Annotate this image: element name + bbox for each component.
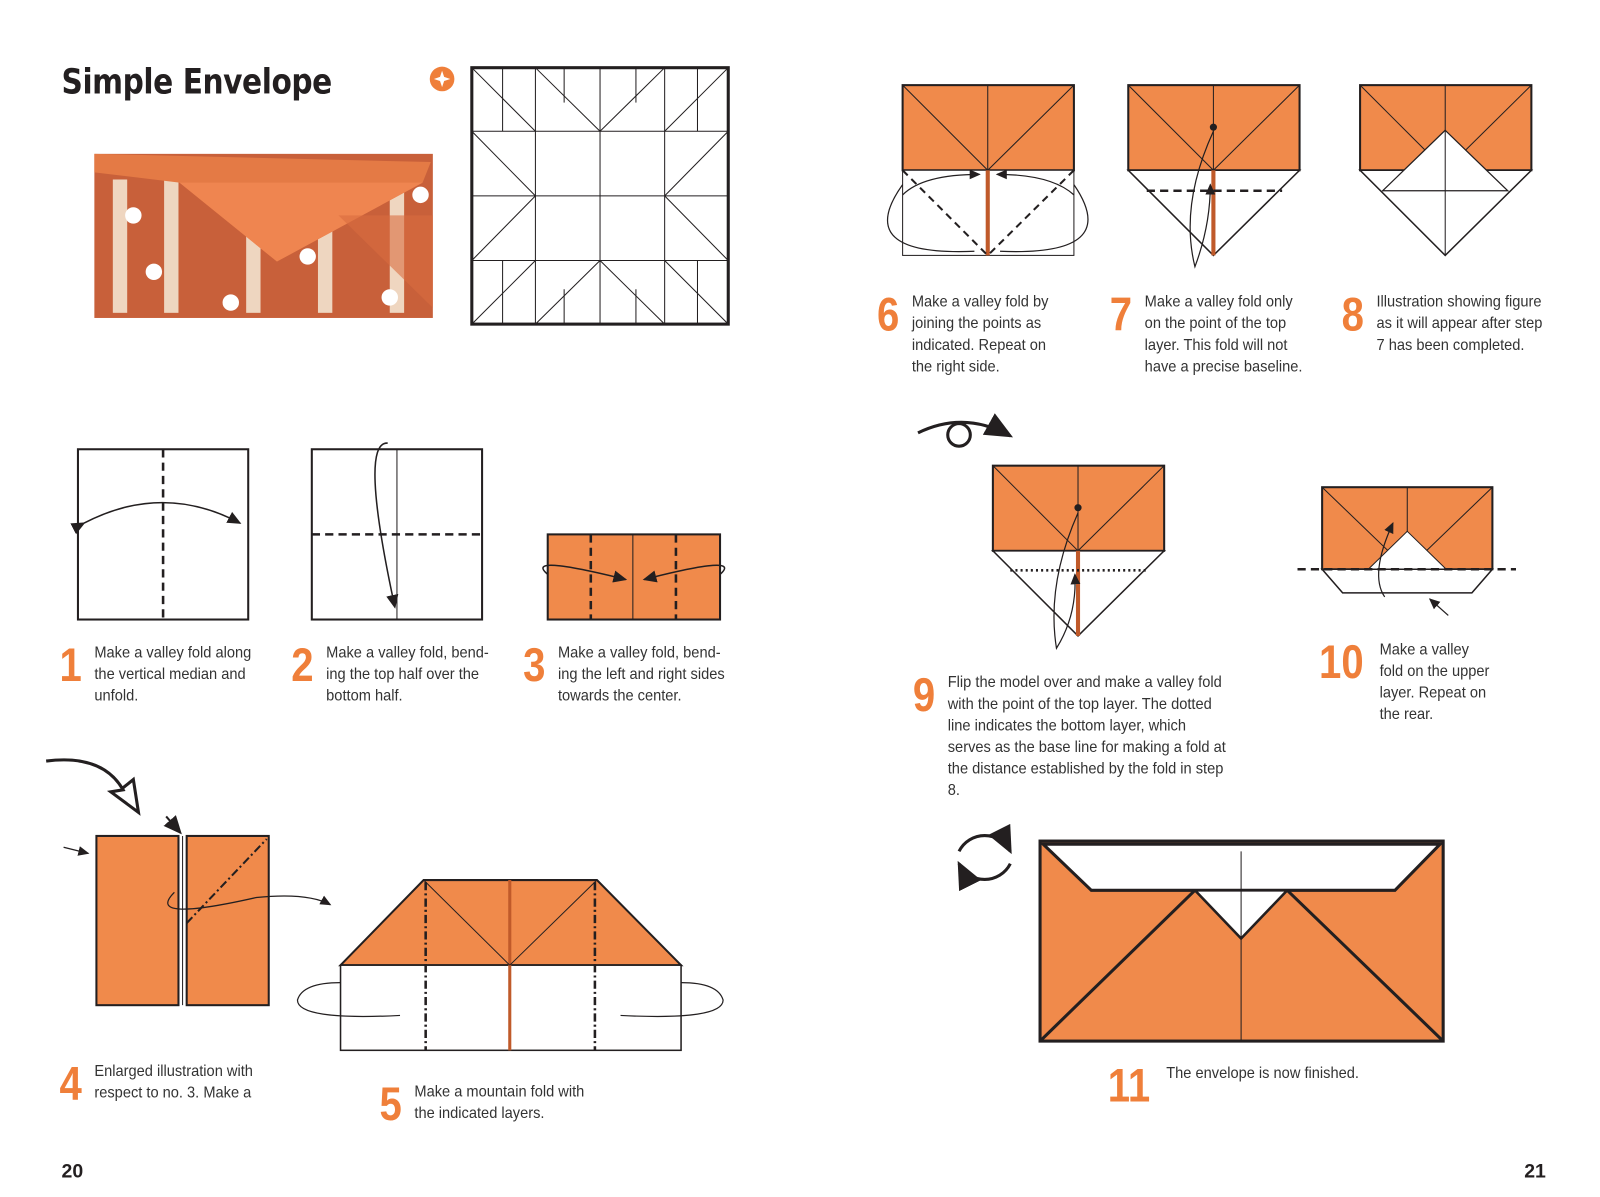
step-6: 6 Make a valley fold by joining the poin… bbox=[876, 287, 1082, 377]
step11-diagram bbox=[1038, 839, 1445, 1043]
step10-diagram bbox=[1297, 486, 1516, 616]
step-number: 9 bbox=[912, 667, 936, 722]
step-text: Make a valley fold, bend-ing the left an… bbox=[557, 644, 725, 705]
difficulty-star-icon bbox=[429, 66, 455, 92]
step2-diagram bbox=[310, 442, 484, 621]
page-number-right: 21 bbox=[1524, 1161, 1546, 1183]
step1-diagram bbox=[70, 448, 250, 621]
step-1: 1 Make a valley fold along the vertical … bbox=[59, 637, 264, 707]
step-9: 9 Flip the model over and make a valley … bbox=[912, 667, 1251, 801]
step-text: Make a valley fold, bend-ing the top hal… bbox=[325, 644, 489, 705]
step4-diagram bbox=[45, 758, 332, 1007]
rotate-icon bbox=[957, 823, 1012, 892]
step-text: Make a valley fold only on the point of … bbox=[1144, 293, 1303, 376]
step-text: Flip the model over and make a valley fo… bbox=[947, 673, 1226, 800]
page-number-left: 20 bbox=[61, 1161, 84, 1183]
step9-diagram bbox=[991, 464, 1167, 650]
step-7: 7 Make a valley fold only on the point o… bbox=[1109, 287, 1325, 377]
step-number: 3 bbox=[523, 637, 546, 692]
step-2: 2 Make a valley fold, bend-ing the top h… bbox=[291, 637, 506, 707]
step-text: Enlarged illustration with respect to no… bbox=[93, 1062, 253, 1102]
step-text: Make a mountain fold with the indicated … bbox=[413, 1083, 584, 1123]
step-text: Illustration showing figure as it will a… bbox=[1376, 293, 1542, 354]
step-3: 3 Make a valley fold, bend-ing the left … bbox=[523, 637, 749, 707]
page-title: Simple Envelope bbox=[61, 61, 333, 103]
step-4: 4 Enlarged illustration with respect to … bbox=[59, 1056, 285, 1110]
step-5: 5 Make a mountain fold with the indicate… bbox=[379, 1076, 616, 1131]
step6-diagram bbox=[886, 84, 1089, 257]
step-text: The envelope is now finished. bbox=[1165, 1064, 1359, 1083]
step-11: 11 The envelope is now finished. bbox=[1107, 1058, 1395, 1112]
step-number: 5 bbox=[379, 1076, 402, 1131]
step8-diagram bbox=[1358, 84, 1534, 257]
step-number: 2 bbox=[291, 637, 314, 692]
step-number: 4 bbox=[59, 1056, 82, 1110]
step-number: 10 bbox=[1319, 634, 1364, 689]
step3-diagram bbox=[542, 533, 726, 621]
step-text: Make a valley fold by joining the points… bbox=[911, 293, 1049, 376]
step-10: 10 Make a valley fold on the upper layer… bbox=[1319, 634, 1504, 725]
envelope-photo bbox=[94, 153, 433, 318]
step-number: 7 bbox=[1109, 287, 1133, 341]
step5-diagram bbox=[296, 879, 724, 1052]
flip-over-icon bbox=[917, 413, 1014, 448]
step-number: 1 bbox=[59, 637, 82, 692]
step-8: 8 Illustration showing figure as it will… bbox=[1341, 287, 1563, 356]
step-text: Make a valley fold on the upper layer. R… bbox=[1379, 641, 1490, 724]
step-number: 8 bbox=[1341, 287, 1364, 341]
step-number: 6 bbox=[876, 287, 900, 341]
crease-pattern bbox=[470, 66, 730, 326]
step7-diagram bbox=[1126, 84, 1302, 269]
step-number: 11 bbox=[1107, 1058, 1151, 1112]
step-text: Make a valley fold along the vertical me… bbox=[93, 644, 251, 705]
